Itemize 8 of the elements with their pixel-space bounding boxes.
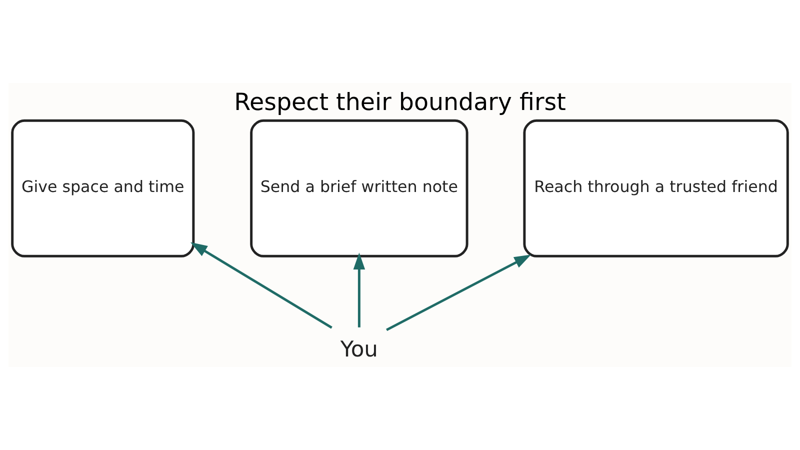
arrow xyxy=(190,242,332,329)
arrow xyxy=(353,252,366,328)
arrow xyxy=(386,254,532,332)
node-box: Send a brief written note xyxy=(250,119,468,258)
node-text: You xyxy=(340,338,378,363)
node-box: Reach through a trusted friend xyxy=(523,119,789,258)
diagram-title: Respect their boundary first xyxy=(234,88,566,116)
node-box: Give space and time xyxy=(11,119,195,258)
